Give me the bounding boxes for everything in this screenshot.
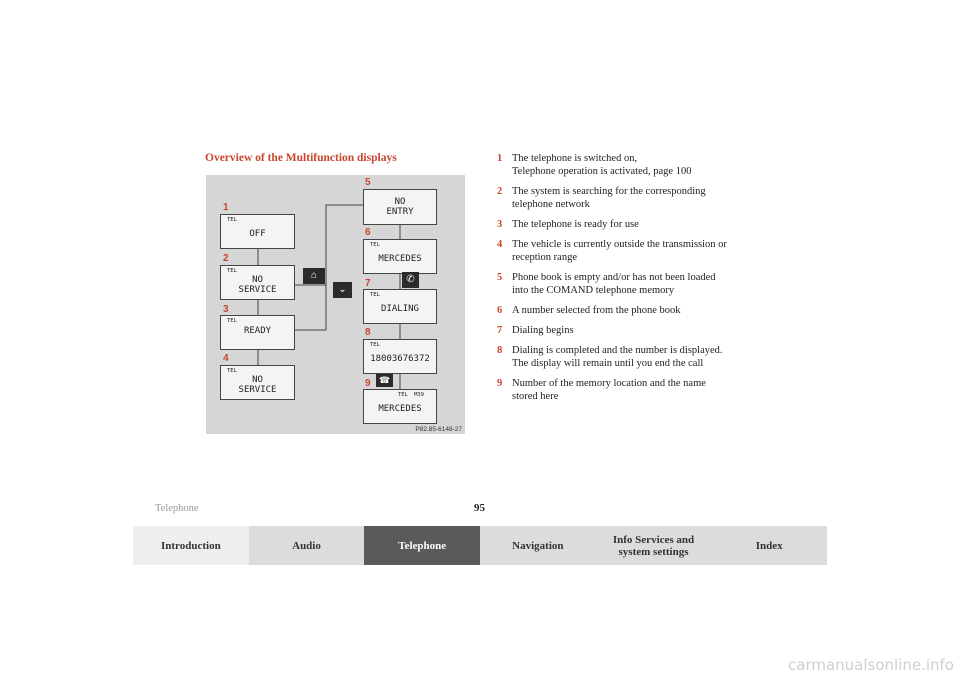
- figure-code: P82.85-6148-27: [415, 426, 462, 433]
- tab-telephone[interactable]: Telephone: [364, 526, 481, 565]
- display-3-ready: TEL READY: [220, 315, 295, 350]
- chapter-tab-bar: Introduction Audio Telephone Navigation …: [133, 526, 828, 565]
- display-7-dialing: TEL DIALING: [363, 289, 437, 324]
- tab-audio[interactable]: Audio: [248, 526, 365, 565]
- down-arrow-icon: ⌄: [333, 282, 352, 298]
- display-1-off: TEL OFF: [220, 214, 295, 249]
- tab-index[interactable]: Index: [711, 526, 828, 565]
- callout-4: 4: [223, 353, 229, 364]
- tab-navigation[interactable]: Navigation: [480, 526, 596, 565]
- tab-introduction[interactable]: Introduction: [133, 526, 249, 565]
- multifunction-display-diagram: TEL OFF 1 TEL NO SERVICE 2 TEL READY 3 T…: [206, 175, 465, 434]
- page-number: 95: [474, 502, 485, 514]
- footer-section-label: Telephone: [155, 503, 199, 514]
- send-call-icon: ✆: [402, 272, 419, 288]
- end-call-icon: ☎: [376, 374, 393, 387]
- display-9-memory-location: TEL M39 MERCEDES: [363, 389, 437, 424]
- display-4-no-service: TEL NO SERVICE: [220, 365, 295, 400]
- up-arrow-icon: ⌂: [303, 268, 325, 284]
- callout-6: 6: [365, 227, 371, 238]
- callout-8: 8: [365, 327, 371, 338]
- display-5-no-entry: NO ENTRY: [363, 189, 437, 225]
- display-8-number: TEL 18003676372: [363, 339, 437, 374]
- callout-2: 2: [223, 253, 229, 264]
- callout-7: 7: [365, 278, 371, 289]
- callout-9: 9: [365, 378, 371, 389]
- callout-3: 3: [223, 304, 229, 315]
- connector-lines: [257, 204, 401, 389]
- callout-5: 5: [365, 177, 371, 188]
- display-6-mercedes: TEL MERCEDES: [363, 239, 437, 274]
- watermark: carmanualsonline.info: [788, 656, 954, 674]
- section-title: Overview of the Multifunction displays: [205, 152, 397, 164]
- display-2-no-service: TEL NO SERVICE: [220, 265, 295, 300]
- callout-1: 1: [223, 202, 229, 213]
